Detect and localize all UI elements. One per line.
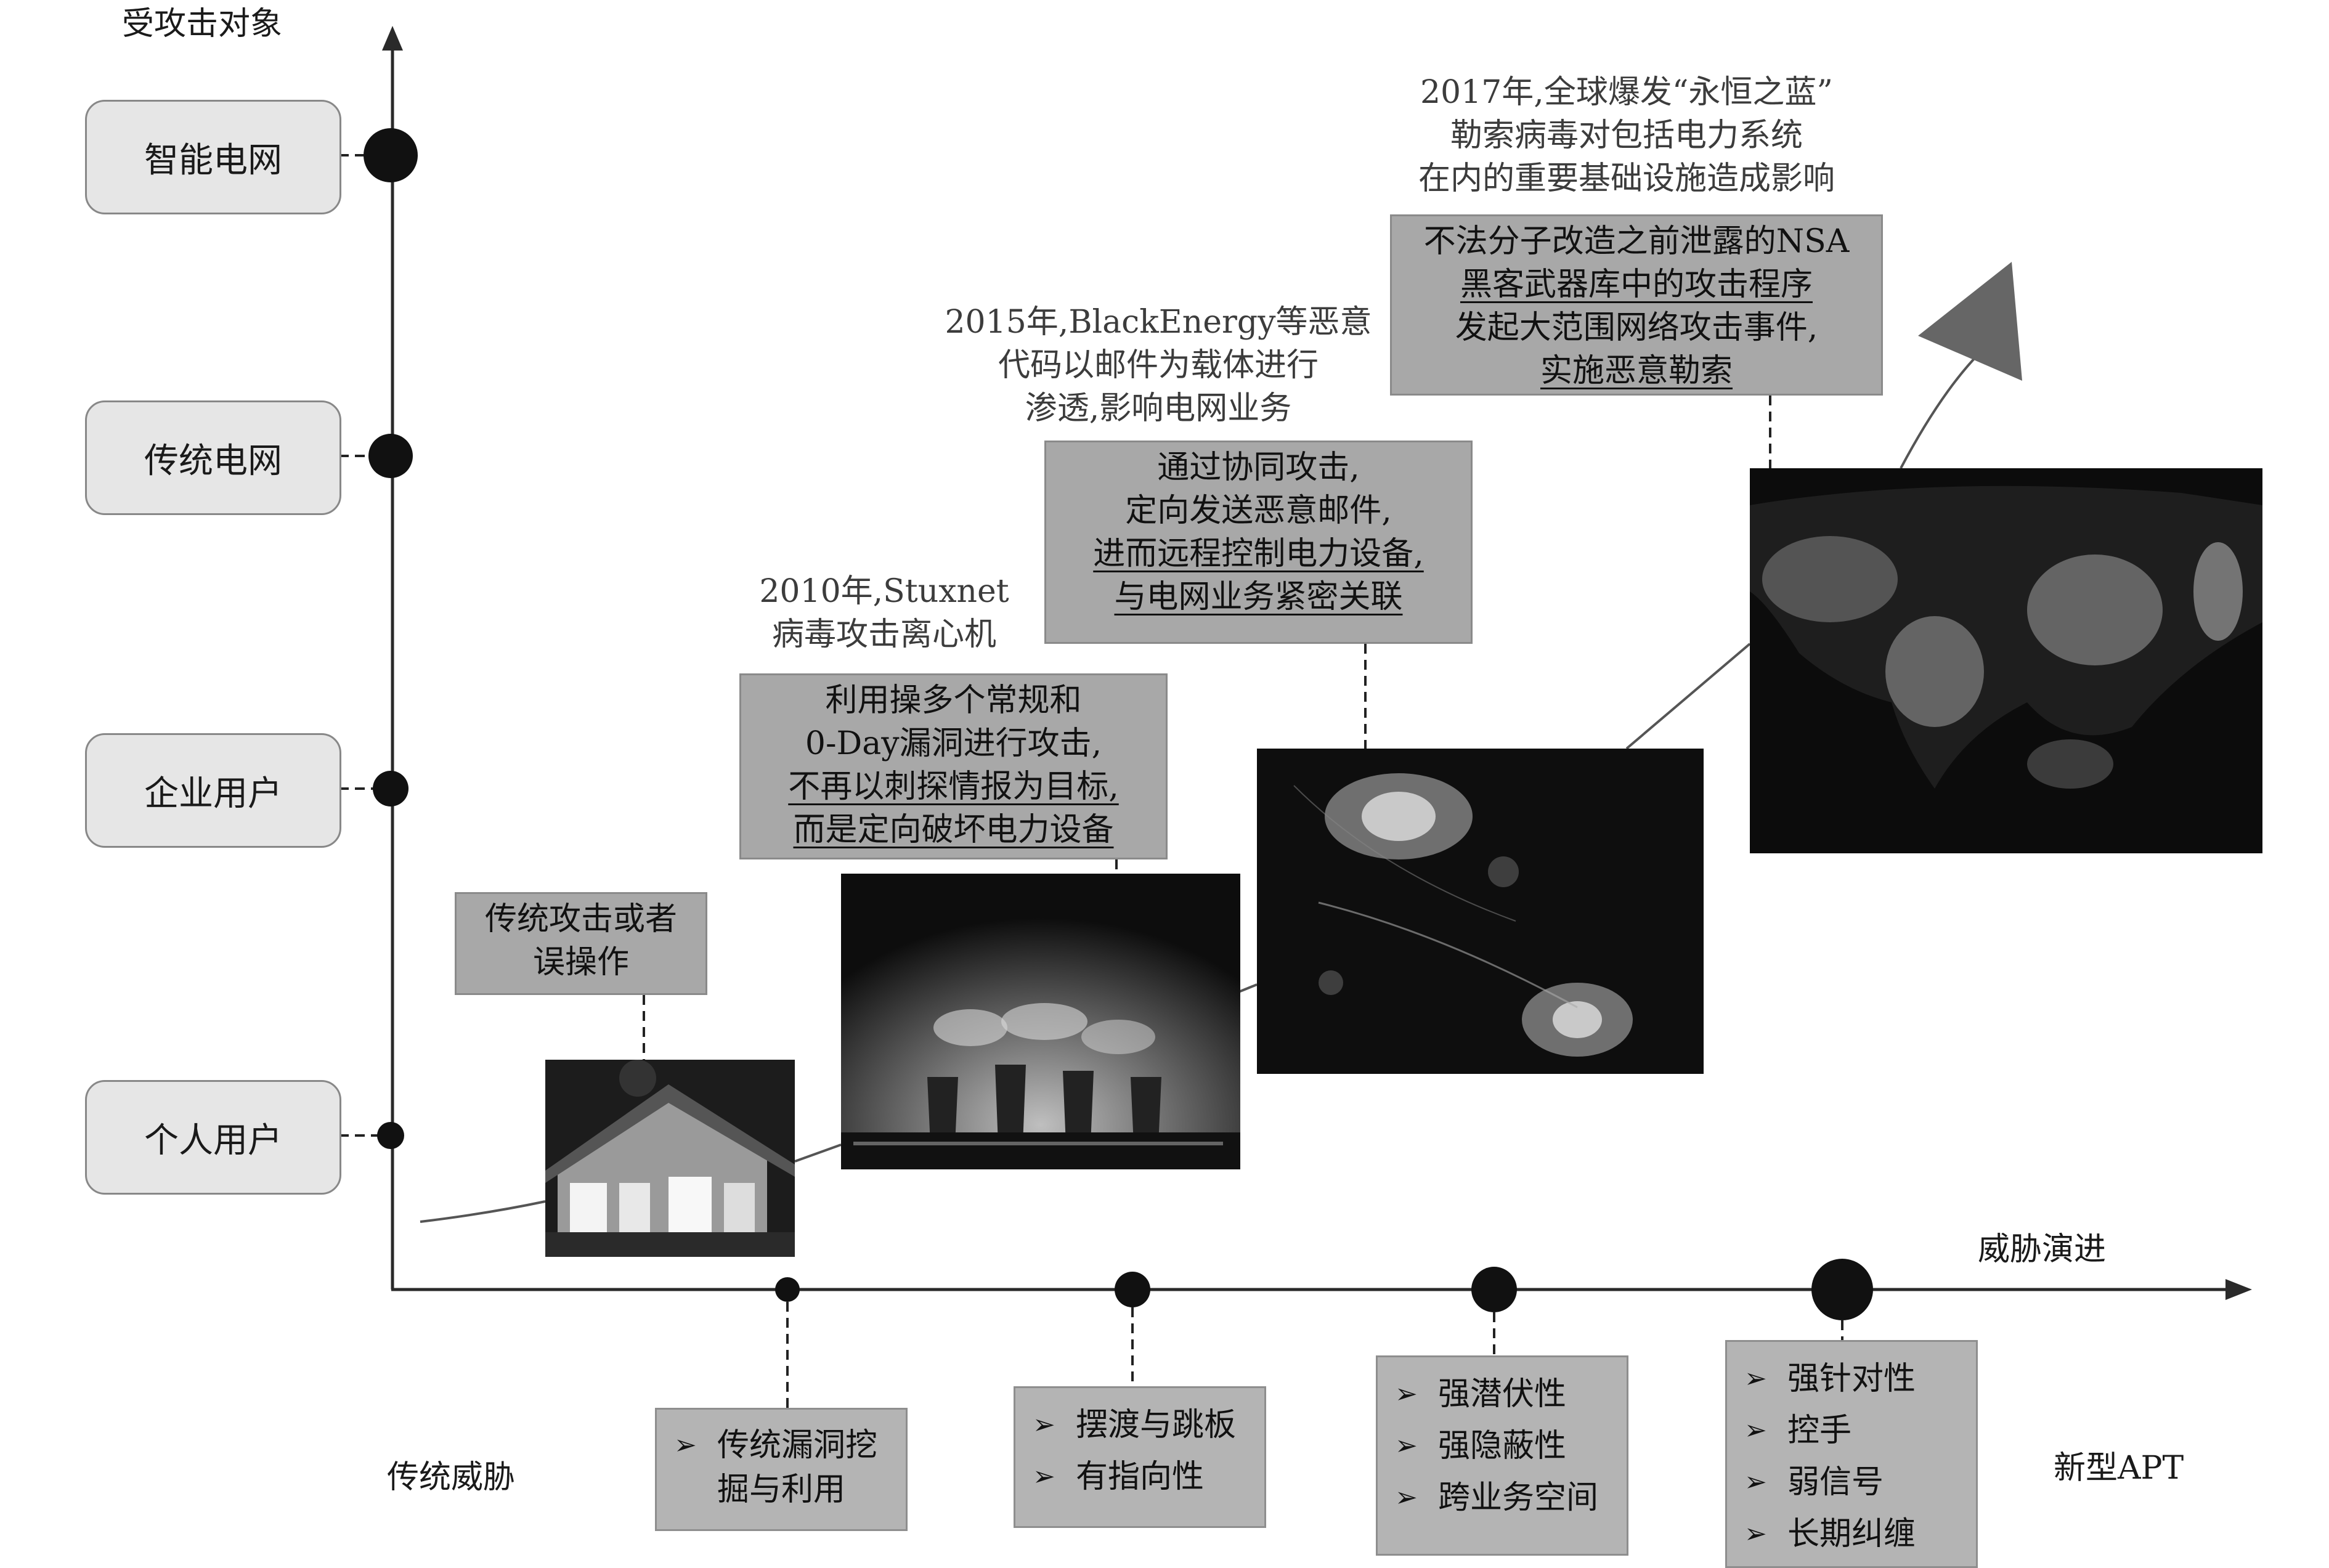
house-photo <box>545 1060 795 1257</box>
event-box-traditional: 传统攻击或者误操作 <box>455 892 707 995</box>
arrow-bullet-icon: ➢ <box>1744 1415 1767 1446</box>
arrow-bullet-icon: ➢ <box>1395 1378 1418 1410</box>
feature-3-item: ➢强隐蔽性 <box>1395 1420 1627 1472</box>
arrow-bullet-icon: ➢ <box>1395 1430 1418 1461</box>
event-box-blackenergy: 通过协同攻击,定向发送恶意邮件, 进而远程控制电力设备,与电网业务紧密关联 <box>1044 441 1473 644</box>
caption-2015: 2015年,BlackEnergy等恶意代码以邮件为载体进行渗透,影响电网业务 <box>945 304 1372 427</box>
stage-2-dot <box>1115 1272 1150 1307</box>
stage-3-dot <box>1471 1267 1517 1312</box>
feature-4-item: ➢长期纠缠 <box>1744 1508 1976 1560</box>
arrow-bullet-icon: ➢ <box>1033 1409 1055 1440</box>
new-apt-label: 新型APT <box>2054 1450 2184 1487</box>
stage-4-dot <box>1811 1259 1873 1320</box>
arrow-bullet-icon: ➢ <box>1744 1363 1767 1394</box>
x-axis-arrowhead <box>2225 1279 2252 1300</box>
target-smart-grid: 智能电网 <box>85 100 341 214</box>
traditional-threat-label: 传统威胁 <box>387 1459 516 1496</box>
feature-2-item: ➢摆渡与跳板 <box>1033 1399 1264 1451</box>
feature-1-item: 掘与利用 <box>717 1471 846 1508</box>
feature-1-item: ➢传统漏洞挖 <box>674 1423 906 1468</box>
stage-1-dot <box>775 1277 800 1302</box>
arrow-bullet-icon: ➢ <box>1744 1518 1767 1550</box>
x-axis-label: 威胁演进 <box>1978 1231 2107 1268</box>
personal-dot <box>377 1122 404 1149</box>
feature-3-item: ➢强潜伏性 <box>1395 1368 1627 1420</box>
asia-night-map-photo <box>1750 468 2262 853</box>
arrow-bullet-icon: ➢ <box>674 1429 697 1461</box>
evolution-curve <box>420 331 2004 1223</box>
arrow-bullet-icon: ➢ <box>1395 1482 1418 1513</box>
enterprise-dot <box>373 771 408 806</box>
arrow-bullet-icon: ➢ <box>1033 1461 1055 1492</box>
target-personal: 个人用户 <box>85 1080 341 1195</box>
target-traditional-grid: 传统电网 <box>85 400 341 515</box>
smart-grid-dot <box>364 128 418 182</box>
feature-4-item: ➢控手 <box>1744 1405 1976 1456</box>
arrow-bullet-icon: ➢ <box>1744 1466 1767 1498</box>
target-enterprise: 企业用户 <box>85 733 341 848</box>
feature-box-4: ➢强针对性 ➢控手 ➢弱信号 ➢长期纠缠 <box>1725 1340 1978 1568</box>
feature-4-item: ➢弱信号 <box>1744 1456 1976 1508</box>
feature-3-item: ➢跨业务空间 <box>1395 1472 1627 1524</box>
city-lights-photo <box>1257 749 1704 1074</box>
y-axis-label: 受攻击对象 <box>122 6 283 43</box>
caption-2017: 2017年,全球爆发“永恒之蓝”勒索病毒对包括电力系统在内的重要基础设施造成影响 <box>1418 74 1835 197</box>
feature-box-1: ➢传统漏洞挖 掘与利用 <box>655 1408 908 1531</box>
feature-box-2: ➢摆渡与跳板 ➢有指向性 <box>1014 1386 1266 1528</box>
feature-box-3: ➢强潜伏性 ➢强隐蔽性 ➢跨业务空间 <box>1376 1355 1628 1556</box>
feature-2-item: ➢有指向性 <box>1033 1451 1264 1503</box>
y-axis-arrowhead <box>382 26 403 51</box>
feature-4-item: ➢强针对性 <box>1744 1353 1976 1405</box>
power-plant-photo <box>841 874 1240 1169</box>
trend-arrowhead <box>1918 262 2022 381</box>
traditional-grid-dot <box>368 434 413 478</box>
